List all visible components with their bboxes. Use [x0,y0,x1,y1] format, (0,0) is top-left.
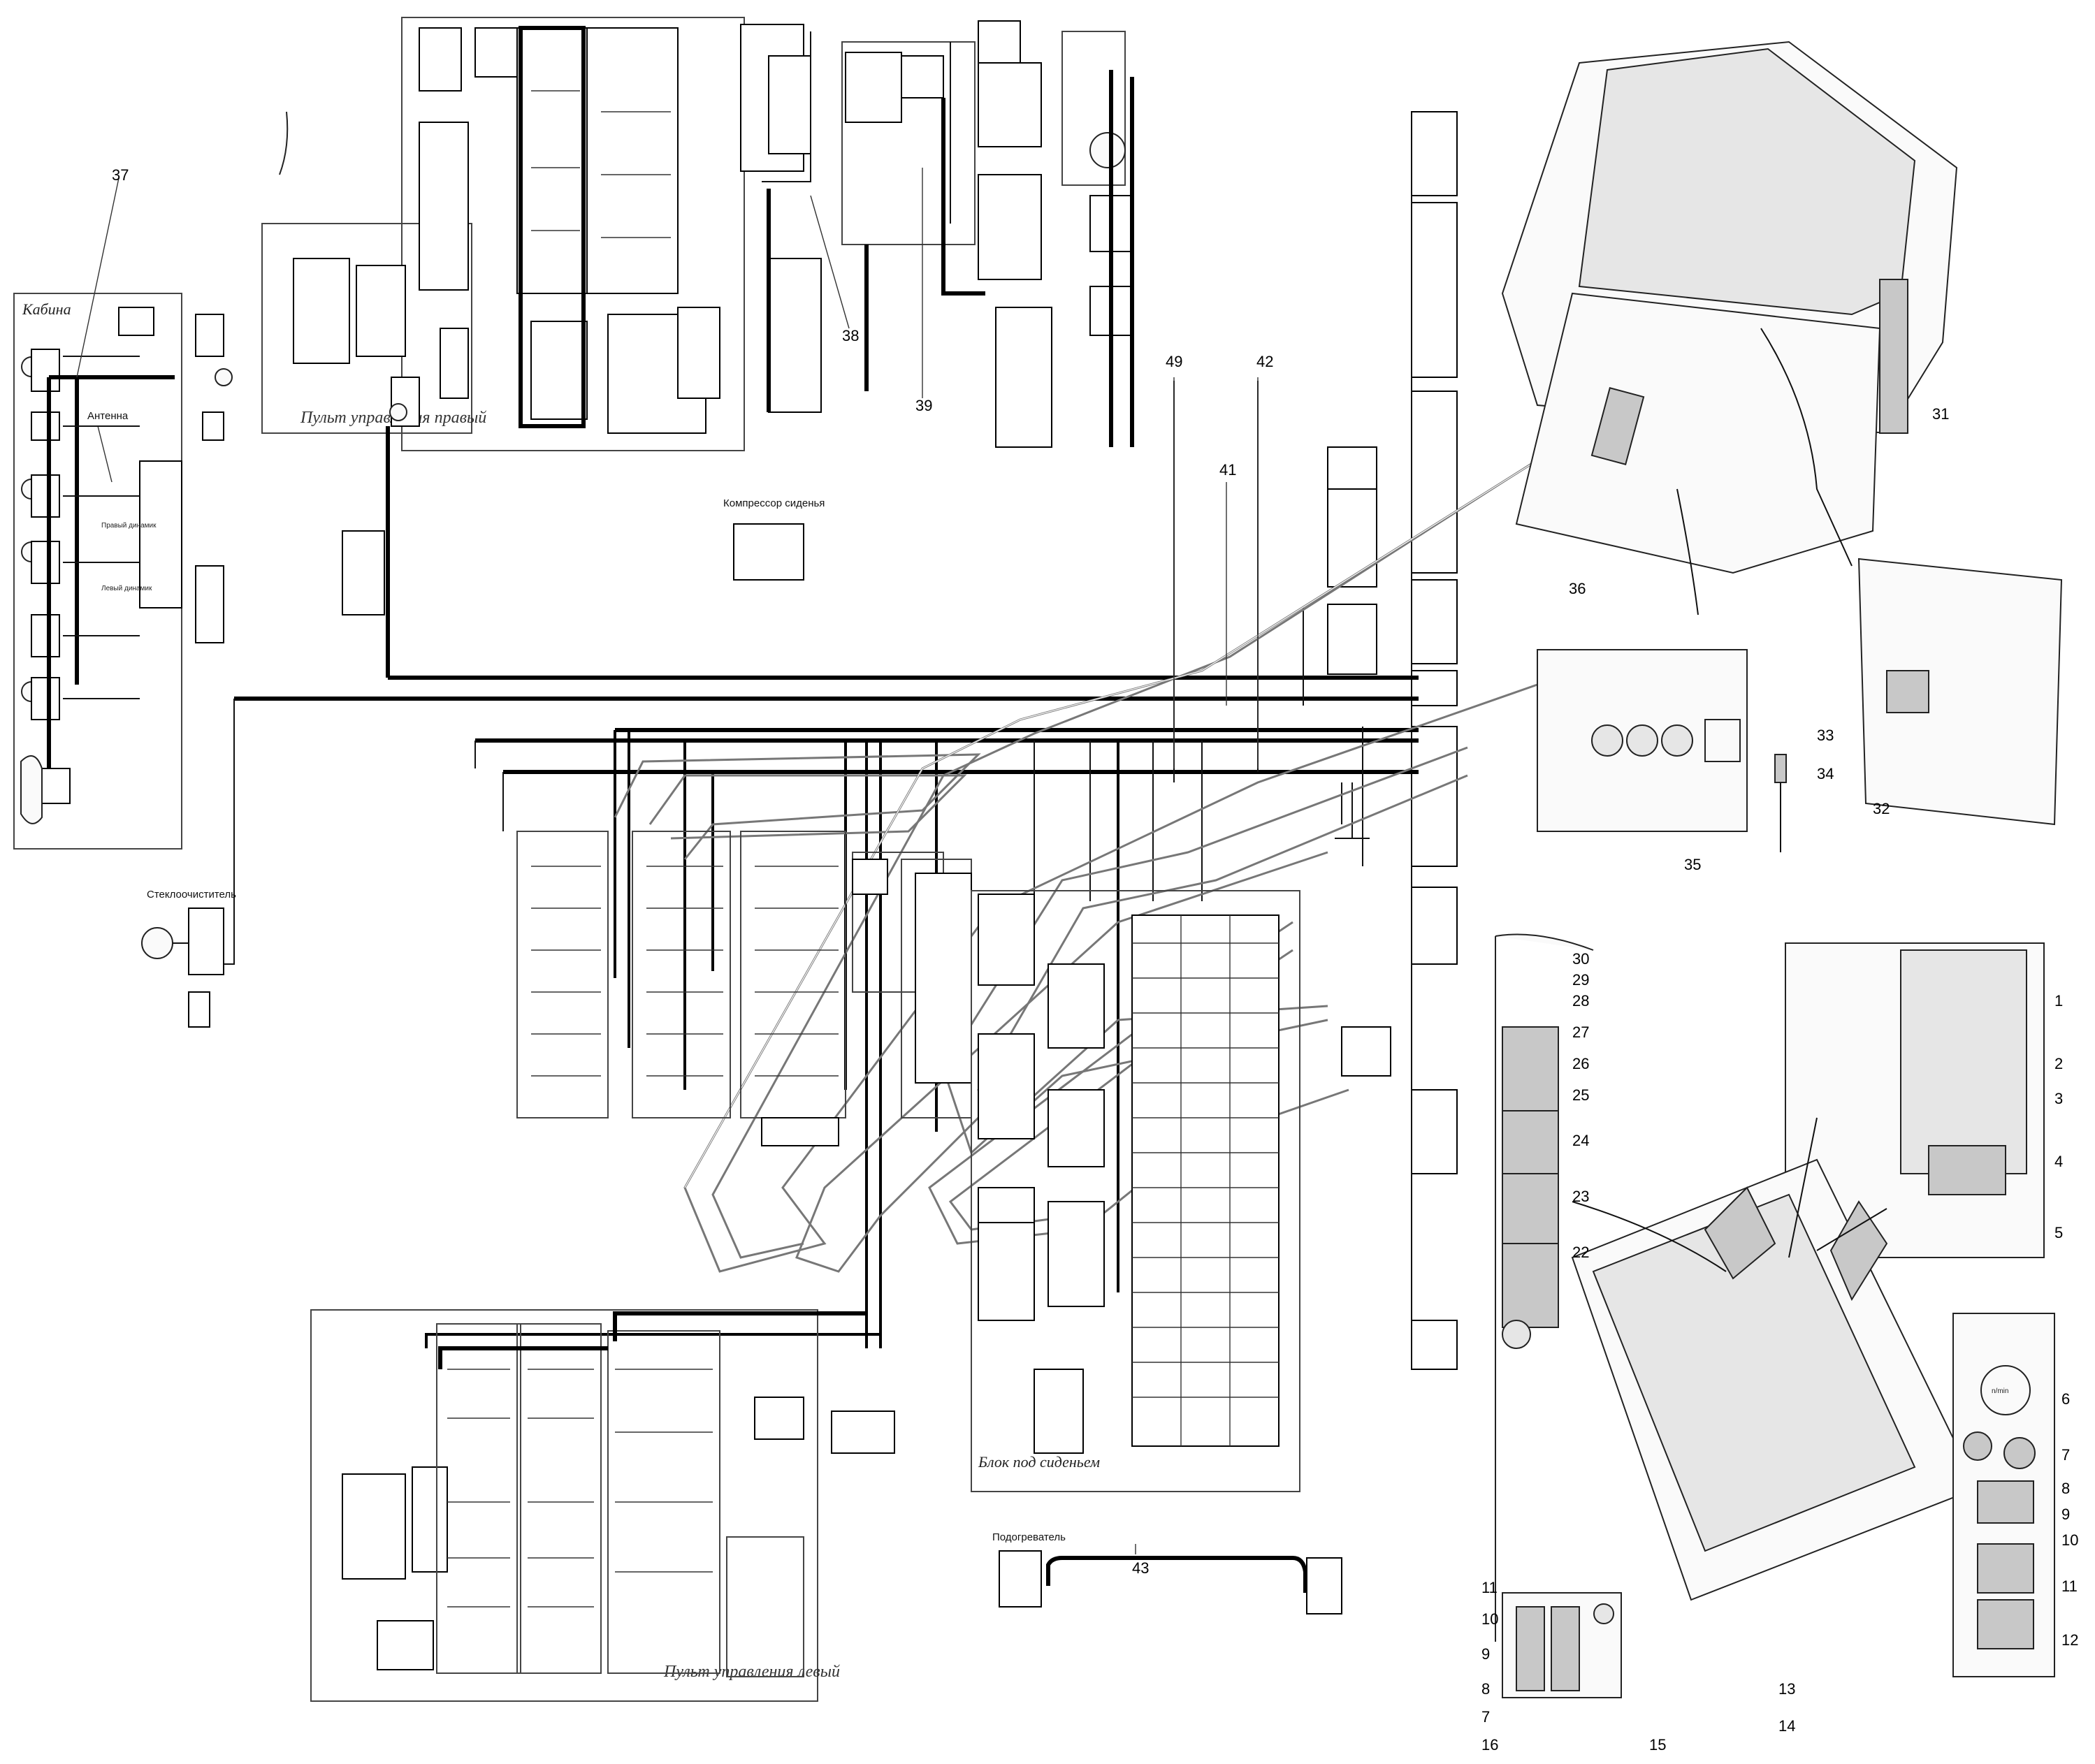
compressor-label: Компрессор сиденья [723,497,825,509]
left-control-panel-block: Пульт управления левый [310,1309,895,1702]
callout-34: 34 [1817,765,1834,782]
callout-41: 41 [1219,461,1236,479]
antenna-label: Антенна [87,410,129,422]
callout-27: 27 [1572,1023,1589,1041]
callout-37: 37 [112,166,129,184]
relay-blocks [516,831,972,1146]
console-perspective-view: n/min [1495,933,2055,1698]
wiper-block: Стеклоочиститель [141,859,236,1028]
top-center-blocks: Компрессор сиденья [342,20,1377,675]
callout-r4: 4 [2054,1153,2063,1170]
callout-r1: 1 [2054,992,2063,1009]
callout-29: 29 [1572,971,1589,989]
callout-23: 23 [1572,1188,1589,1205]
under-seat-block: Блок под сиденьем [971,890,1391,1492]
right-speaker-label: Правый динамик [101,522,157,530]
cabin-label: Кабина [22,300,71,318]
callout-28: 28 [1572,992,1589,1009]
right-control-panel-block: Пульт управления правый [261,17,745,451]
under-seat-label: Блок под сиденьем [978,1453,1100,1471]
callout-r8: 8 [2061,1480,2070,1497]
callout-c11: 11 [1481,1579,1498,1596]
wiper-label: Стеклоочиститель [147,889,236,901]
callout-32: 32 [1873,800,1890,817]
callout-43: 43 [1132,1559,1149,1577]
callout-c14: 14 [1778,1717,1795,1735]
callout-r12: 12 [2061,1631,2078,1649]
callouts: 37 38 39 49 42 41 43 31 36 35 33 34 32 1… [112,166,2078,1754]
callout-r3: 3 [2054,1090,2063,1107]
callout-r7: 7 [2061,1446,2070,1464]
callout-22: 22 [1572,1244,1589,1261]
callout-26: 26 [1572,1055,1589,1072]
left-panel-label: Пульт управления левый [663,1663,840,1681]
callout-r10: 10 [2061,1531,2078,1549]
callout-36: 36 [1569,580,1586,597]
left-speaker-label: Левый динамик [101,585,152,592]
callout-31: 31 [1932,405,1949,423]
callout-r9: 9 [2061,1506,2070,1523]
callout-lines [76,168,1259,1554]
cabin-block: Кабина Антенна Правый динамик Левый дина… [13,293,233,850]
heater-label: Подогреватель [992,1531,1066,1543]
callout-c9: 9 [1481,1645,1490,1663]
callout-42: 42 [1256,353,1273,370]
callout-r11: 11 [2061,1577,2078,1595]
heater-block: Подогреватель [992,1531,1342,1614]
callout-49: 49 [1166,353,1182,370]
callout-24: 24 [1572,1132,1589,1149]
callout-38: 38 [842,327,859,344]
callout-39: 39 [915,397,932,414]
right-connector-column [1411,111,1458,1370]
cab-perspective-view [1501,41,2063,852]
callout-c10: 10 [1481,1610,1498,1628]
callout-c7: 7 [1481,1708,1490,1726]
callout-r6: 6 [2061,1390,2070,1408]
callout-c16: 16 [1481,1736,1498,1754]
callout-r5: 5 [2054,1224,2063,1241]
callout-r2: 2 [2054,1055,2063,1072]
callout-30: 30 [1572,950,1589,968]
callout-c8: 8 [1481,1680,1490,1698]
callout-33: 33 [1817,727,1834,744]
callout-35: 35 [1684,856,1701,873]
callout-c13: 13 [1778,1680,1795,1698]
callout-25: 25 [1572,1086,1589,1104]
callout-c15: 15 [1649,1736,1666,1754]
rpm-dial-label: n/min [1992,1387,2008,1395]
